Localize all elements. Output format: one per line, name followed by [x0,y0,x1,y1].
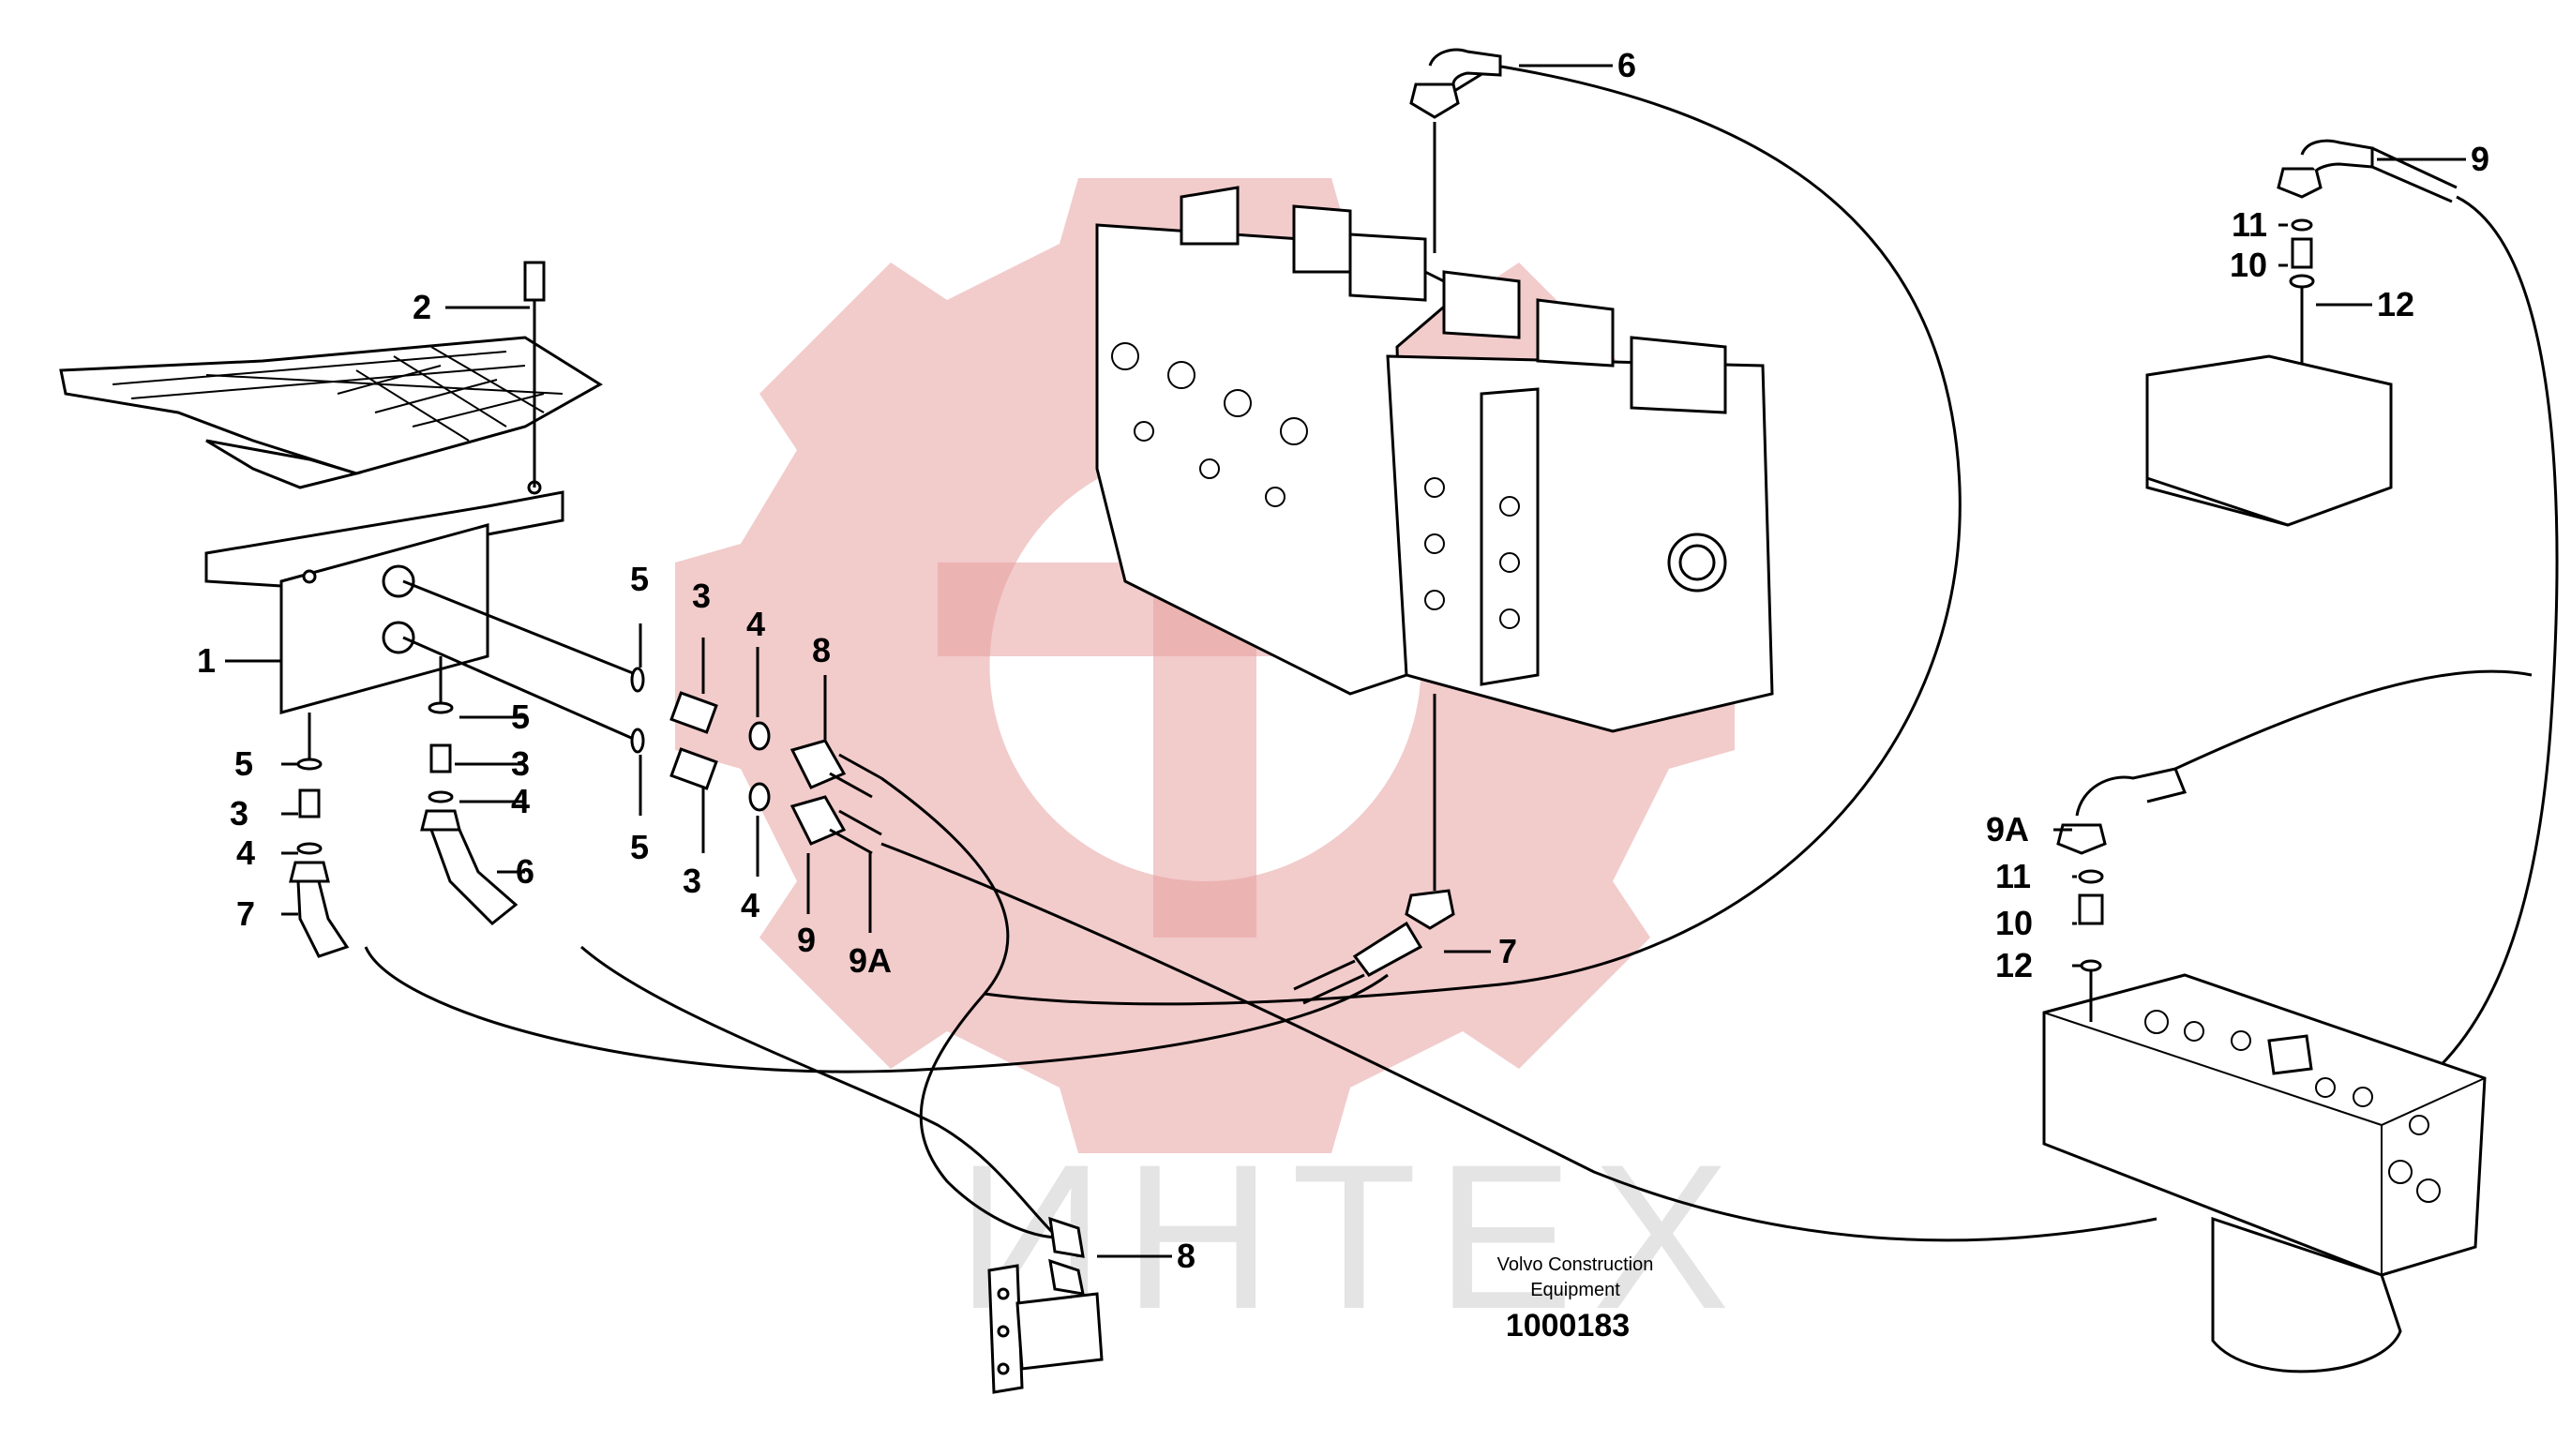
callout-4: 4 [236,833,255,872]
pedal-assembly [59,261,603,714]
hose-lines [364,64,2559,1258]
callout-11: 11 [1995,857,2031,895]
callout-8: 8 [1177,1237,1195,1275]
callout-9: 9 [2471,140,2489,178]
callout-4: 4 [511,782,530,820]
callout-3: 3 [692,577,711,615]
callout-5: 5 [234,744,253,783]
callout-12: 12 [2377,285,2414,323]
callout-5: 5 [630,560,649,598]
leader-lines [225,64,2466,1258]
callout-5: 5 [511,698,530,736]
elbow-fitting-7 [1293,889,1455,1005]
center-fittings [630,667,882,855]
caption-company-line1: Volvo Construction [1497,1254,1654,1275]
callout-3: 3 [511,744,530,783]
callout-3: 3 [230,794,248,833]
left-fittings [289,579,639,958]
callout-3: 3 [683,862,701,900]
callout-5: 5 [630,828,649,866]
callout-9A: 9A [849,941,892,980]
elbow-fitting-6-top [1409,48,1502,119]
caption-company-line2: Equipment [1530,1280,1620,1300]
callout-4: 4 [746,605,765,643]
callout-10: 10 [1995,904,2033,942]
manifold-assembly [2042,767,2487,1373]
callout-4: 4 [741,886,759,924]
callout-6: 6 [1617,46,1636,84]
control-valve [1095,122,1774,891]
valve-ports [1111,342,1520,629]
callout-8: 8 [812,631,831,669]
callout-2: 2 [413,288,431,326]
caption-drawing-number: 1000183 [1506,1308,1630,1343]
caption: Volvo Construction Equipment 1000183 [1497,1254,1654,1343]
callout-6: 6 [516,852,534,891]
callout-10: 10 [2230,246,2267,284]
callout-9: 9 [797,921,816,959]
callout-1: 1 [197,641,216,680]
callout-7: 7 [1498,932,1517,970]
callout-labels: 1 2 5 3 4 7 5 3 4 6 5 3 4 8 5 3 4 9 9A 6… [197,46,2489,1275]
callout-11: 11 [2232,205,2267,244]
callout-9A: 9A [1986,810,2029,848]
clamp-bracket [987,1216,1104,1394]
callout-7: 7 [236,894,255,933]
top-right-assembly [2145,139,2458,527]
callout-12: 12 [1995,946,2033,984]
